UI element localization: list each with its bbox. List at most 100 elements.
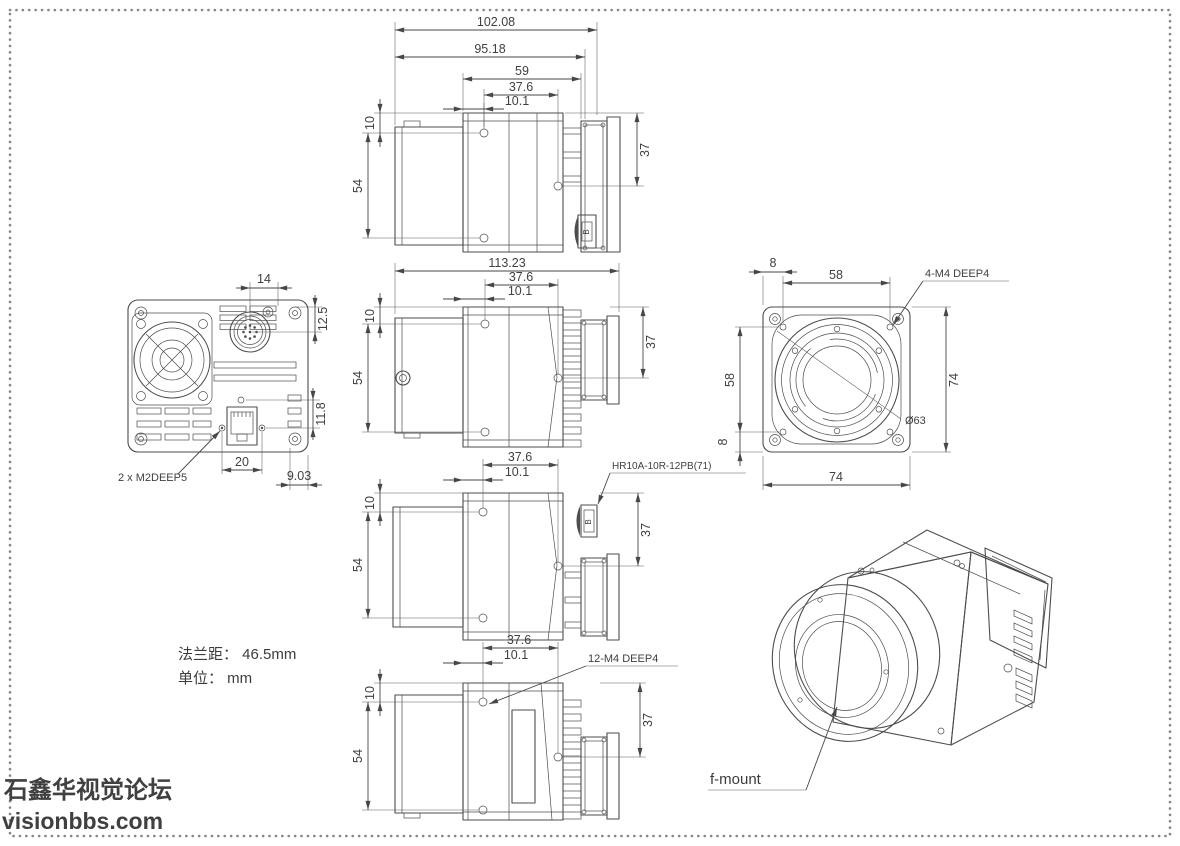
unit-note: 单位： mm [178,670,252,687]
dim-back-14: 14 [236,272,292,314]
dim-label: 20 [235,455,249,469]
view-side-heatsink: 113.23 37.6 10.1 10 54 37 [351,256,658,448]
dim-c-54: 54 [351,512,479,619]
dim-front-74-bottom: 74 [762,456,911,490]
diameter-label: Ø63 [905,415,926,427]
dim-front-74-right: 74 [912,306,961,453]
dim-label: 59 [515,64,529,78]
dim-label: 37 [639,523,653,537]
dim-a-102: 102.08 [394,15,598,125]
camera-outline-b [394,306,564,448]
dim-label: 10.1 [505,465,529,479]
dim-label: 10 [363,496,377,510]
dim-d-37: 37 [562,682,655,758]
heatsink-fins-d [562,699,582,820]
label-12m4: 12-M4 DEEP4 [488,653,678,705]
watermark-forum-name: 石鑫华视觉论坛 [3,776,172,804]
dim-label: 37.6 [508,450,532,464]
dim-back-125: 12.5 [252,295,330,344]
mount-plate [771,314,902,445]
dim-a-37: 37 [562,112,652,187]
dim-label: 10.1 [505,94,529,108]
dim-label: 10.1 [508,284,532,298]
dim-d-10: 10 [362,669,479,716]
dim-c-101: 10.1 [443,465,529,483]
camera-outline-a [394,112,621,253]
connector-mark-a: B [582,229,591,234]
page-border [8,8,1172,838]
heatsink-fins-b [562,309,582,448]
dim-label: 8 [716,438,730,445]
dim-label: 102.08 [477,15,515,29]
dim-c-376: 37.6 [482,450,559,562]
dim-b-54: 54 [351,324,481,433]
view-front: Ø63 4-M4 DEEP4 8 58 74 58 8 [716,256,1009,490]
dim-label: 95.18 [474,42,505,56]
dim-label: 9.03 [287,469,311,483]
dim-c-10: 10 [362,479,479,526]
dim-back-118: 11.8 [246,388,328,440]
label-4m4: 4-M4 DEEP4 [892,268,1009,326]
fmount-label: f-mount [710,771,762,788]
iso-lens-mount [771,571,941,742]
dim-label: 12.5 [316,307,330,331]
dim-label: 74 [947,373,961,387]
dim-front-58-left: 58 [723,326,779,433]
hr10a-connector: B [576,504,598,538]
fan-block-c [580,553,620,641]
dim-label: 10 [363,309,377,323]
dim-label: 10 [363,116,377,130]
dim-label: 37 [644,335,658,349]
dim-label: 54 [351,749,365,763]
view-side-top: B 102.08 95.18 59 37.6 10.1 10 [351,15,652,253]
front-housing [762,306,911,453]
connector-mark-c: B [584,519,593,524]
back-housing [127,299,309,453]
dim-b-101: 10.1 [443,284,532,302]
label-m2deep5: 2 x M2DEEP5 [118,430,221,484]
dim-label: 113.23 [488,256,525,270]
dim-label: 10.1 [504,648,528,662]
dim-a-10: 10 [362,99,480,147]
dim-back-20: 20 [221,432,263,474]
io-connector-a: B [574,214,597,249]
4m4-label: 4-M4 DEEP4 [925,268,989,280]
dim-b-113: 113.23 [394,256,620,314]
fan-block-b [580,315,620,405]
dim-a-59: 59 [462,64,582,119]
dim-label: 10 [363,686,377,700]
dim-a-101: 10.1 [443,94,529,127]
dim-c-37: 37 [562,492,653,567]
corner-screws-back [134,306,302,446]
watermark-site-url: visionbbs.com [2,808,163,834]
dim-label: 54 [351,558,365,572]
iso-body [832,529,1053,746]
view-side-hr10a: B HR10A-10R-12PB(71) 37.6 10.1 10 54 [351,450,746,641]
dim-label: 37.6 [507,633,531,647]
dim-b-10: 10 [362,293,481,338]
dim-label: 11.8 [314,402,328,425]
fan-block-d [580,732,620,820]
corner-screws-front [769,313,904,446]
flange-distance-note: 法兰距： 46.5mm [178,646,296,663]
dim-a-95: 95.18 [395,42,586,119]
label-hr10a: HR10A-10R-12PB(71) [597,461,746,505]
dim-label: 37 [641,713,655,727]
dim-a-376: 37.6 [483,80,559,182]
dim-d-54: 54 [351,702,479,811]
dim-label: 58 [829,268,843,282]
dim-label: 37.6 [509,270,533,284]
dim-a-54: 54 [351,133,480,239]
dim-label: 54 [351,179,365,193]
dim-label: 37.6 [509,80,533,94]
dim-label: 14 [257,272,271,286]
dim-b-37: 37 [562,306,658,379]
view-back: 2 x M2DEEP5 14 12.5 11.8 20 9 [118,272,330,490]
dim-label: 74 [829,470,843,484]
dim-front-8-top: 8 [749,256,797,323]
view-isometric: f-mount [708,529,1053,791]
dim-d-101: 10.1 [443,648,528,666]
view-side-slot: 12-M4 DEEP4 37.6 10.1 10 54 37 [351,633,678,821]
